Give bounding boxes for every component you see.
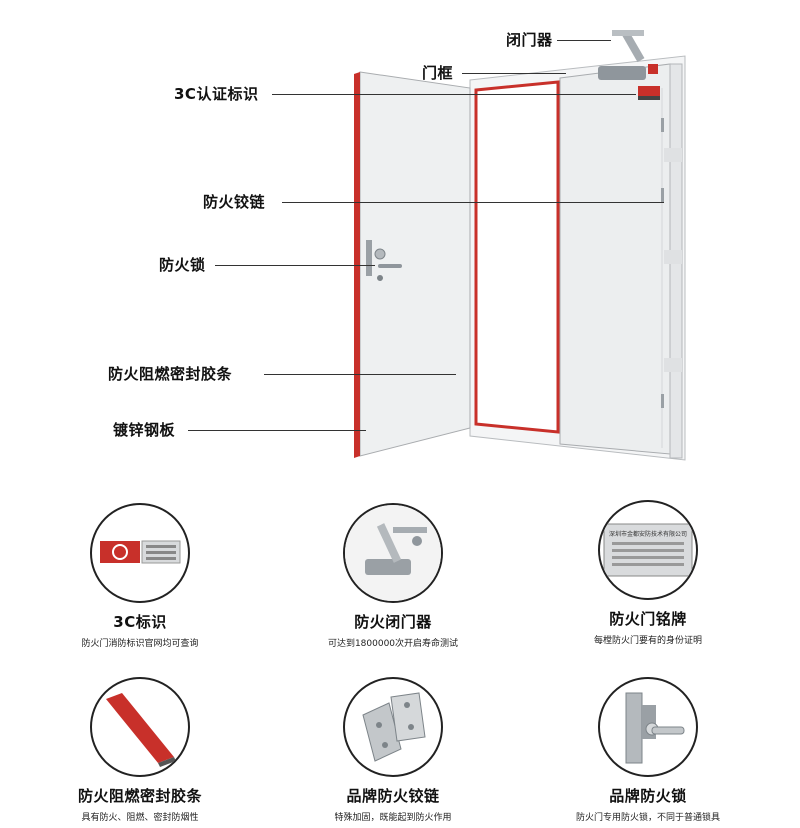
feature-3c-mark: 3C标识 防火门消防标识官网均可查询 — [30, 503, 250, 649]
door-closer-icon — [598, 30, 658, 80]
leader-line-frame — [462, 73, 566, 74]
feature-subtitle: 具有防火、阻燃、密封防烟性 — [81, 813, 199, 823]
callout-hinge: 防火铰链 — [203, 193, 266, 211]
feature-title: 品牌防火锁 — [609, 787, 687, 805]
nameplate-text: 深圳市金都安防技术有限公司 — [609, 530, 687, 538]
feature-subtitle: 防火门消防标识官网均可查询 — [81, 639, 199, 649]
callout-seal: 防火阻燃密封胶条 — [108, 365, 233, 383]
fire-door-illustration — [354, 30, 686, 461]
feature-subtitle: 每樘防火门要有的身份证明 — [593, 636, 702, 646]
feature-title: 3C标识 — [113, 613, 167, 631]
feature-seal-strip: 防火阻燃密封胶条 具有防火、阻燃、密封防烟性 — [30, 677, 250, 823]
cert-label-icon — [638, 86, 660, 96]
leader-line-lock — [215, 265, 375, 266]
feature-title: 防火闭门器 — [354, 613, 432, 631]
leader-line-cert — [272, 94, 636, 95]
callout-plate: 镀锌钢板 — [113, 421, 176, 439]
leader-line-seal — [264, 374, 456, 375]
leader-line-hinge — [282, 202, 664, 203]
leader-line-plate — [188, 430, 366, 431]
feature-nameplate: 深圳市金都安防技术有限公司 防火门铭牌 每樘防火门要有的身份证明 — [538, 500, 758, 646]
door-closer-icon — [343, 503, 443, 603]
callout-cert: 3C认证标识 — [174, 85, 259, 103]
leader-line-closer — [557, 40, 611, 41]
cert-mark-icon — [90, 503, 190, 603]
fire-lock-icon — [366, 240, 402, 281]
feature-title: 防火门铭牌 — [609, 610, 687, 628]
feature-hinge: 品牌防火铰链 特殊加固，既能起到防火作用 — [283, 677, 503, 823]
callout-frame: 门框 — [422, 64, 454, 82]
lock-icon — [598, 677, 698, 777]
door-frame-seal — [474, 80, 560, 434]
callout-lock: 防火锁 — [159, 256, 206, 274]
feature-title: 防火阻燃密封胶条 — [77, 787, 202, 805]
nameplate-icon: 深圳市金都安防技术有限公司 — [598, 500, 698, 600]
callout-closer: 闭门器 — [506, 31, 553, 49]
feature-subtitle: 可达到1800000次开启寿命测试 — [327, 639, 459, 649]
seal-strip-icon — [90, 677, 190, 777]
feature-subtitle: 防火门专用防火锁，不同于普通锁具 — [575, 813, 720, 823]
hinge-icon — [343, 677, 443, 777]
feature-lock: 品牌防火锁 防火门专用防火锁，不同于普通锁具 — [538, 677, 758, 823]
feature-title: 品牌防火铰链 — [346, 787, 440, 805]
feature-door-closer: 防火闭门器 可达到1800000次开启寿命测试 — [283, 503, 503, 649]
feature-subtitle: 特殊加固，既能起到防火作用 — [334, 813, 452, 823]
